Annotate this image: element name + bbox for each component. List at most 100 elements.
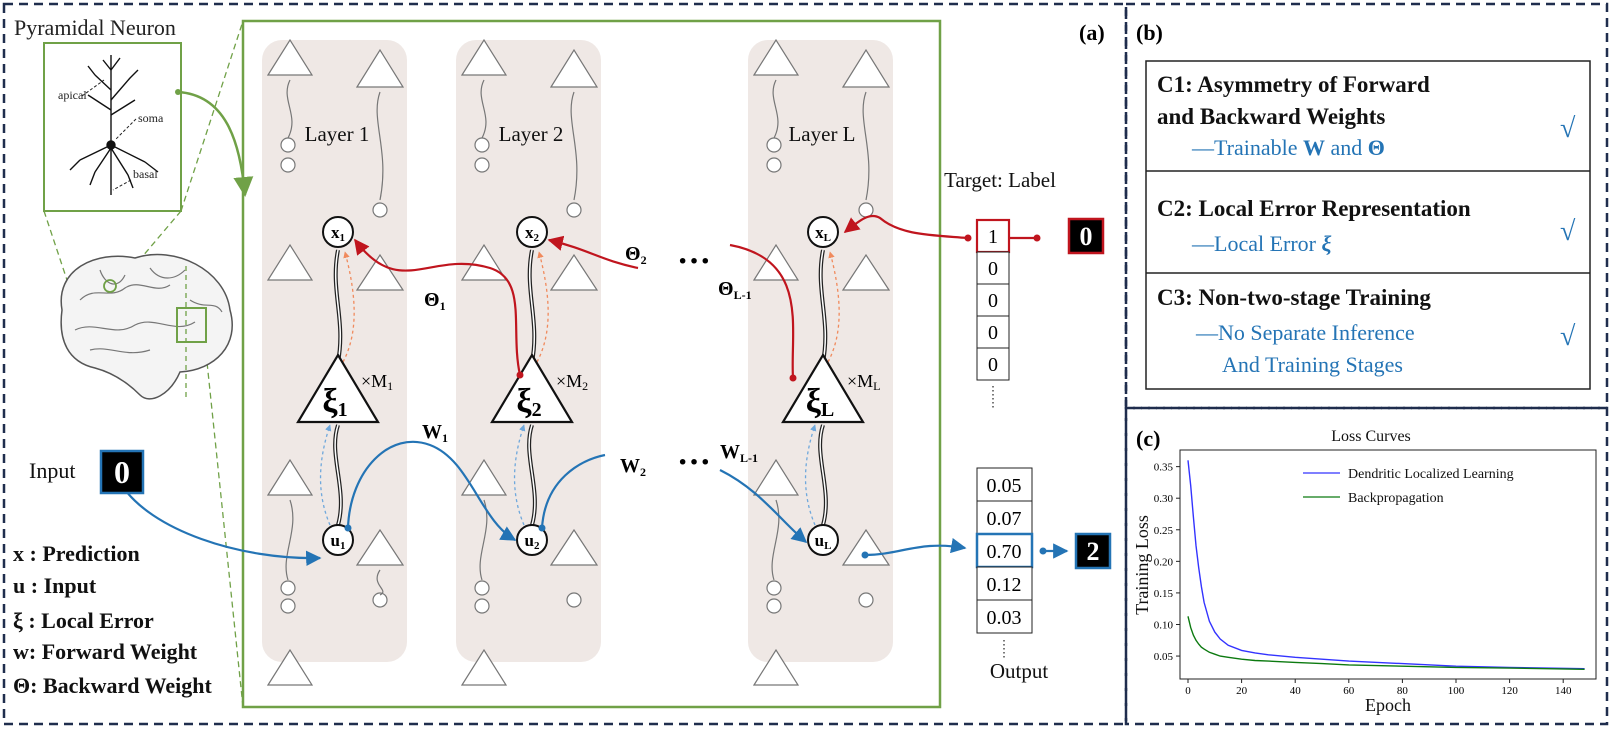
notation-legend: x : Prediction u : Input ξ : Local Error… (13, 541, 213, 698)
target-cell: 1 (988, 226, 998, 248)
backward-arrows (354, 214, 1037, 379)
chart-xlabel: Epoch (1365, 695, 1411, 715)
output-title: Output (990, 659, 1049, 683)
output-cell: 0.03 (987, 607, 1022, 629)
legend-dll: Dendritic Localized Learning (1348, 467, 1514, 482)
y-tick-label: 0.15 (1154, 588, 1174, 600)
layer-title: Layer 2 (499, 122, 564, 146)
layer-core-2 (490, 216, 574, 556)
error-node-2: ξ2 (516, 383, 541, 421)
output-cell: 0.07 (987, 508, 1022, 530)
layer-title: Layer 1 (305, 122, 370, 146)
y-tick-label: 0.10 (1154, 619, 1174, 631)
layer-title: Layer L (788, 122, 855, 146)
neuron-label-basal: basal (133, 167, 158, 181)
legend-item: x : Prediction (13, 541, 140, 566)
neuron-title: Pyramidal Neuron (14, 15, 176, 40)
panel-label-a: (a) (1079, 20, 1105, 45)
x-tick-label: 140 (1555, 685, 1572, 697)
svg-text:and Backward Weights: and Backward Weights (1157, 104, 1385, 129)
legend-item: w: Forward Weight (13, 639, 198, 664)
output-cell: 0.05 (987, 475, 1022, 497)
input-digit-image: 0 (99, 449, 145, 495)
node-u1: u1 (331, 531, 346, 552)
theta-1-label: Θ1 (424, 289, 446, 313)
chart-title: Loss Curves (1331, 428, 1411, 445)
multiplicity-2: ×M2 (556, 371, 588, 393)
target-cell: 0 (988, 258, 998, 280)
x-tick-label: 60 (1343, 685, 1355, 697)
plot-area (1179, 449, 1597, 680)
y-tick-label: 0.25 (1154, 525, 1174, 537)
layer-column-2 (456, 40, 601, 662)
x-tick-label: 40 (1290, 685, 1302, 697)
target-vector: 1 0 0 0 0 (975, 218, 1011, 410)
x-tick-label: 0 (1185, 685, 1191, 697)
chart-legend: Dendritic Localized Learning Backpropaga… (1303, 467, 1514, 506)
check-mark: √ (1560, 113, 1576, 144)
neuron-sketch (69, 55, 159, 195)
theta-2-label: Θ2 (625, 243, 647, 267)
x-tick-label: 120 (1501, 685, 1518, 697)
output-cell: 0.70 (987, 541, 1022, 563)
output-cell: 0.12 (987, 574, 1022, 596)
target-cell: 0 (988, 290, 998, 312)
check-mark: √ (1560, 216, 1576, 247)
chart-ylabel: Training Loss (1132, 515, 1152, 615)
network-frame (241, 19, 942, 709)
output-digit-image: 2 (1074, 532, 1112, 570)
ellipsis-bottom: ··· (677, 444, 711, 481)
forward-arrows (120, 440, 1069, 567)
svg-text:0: 0 (1080, 222, 1093, 251)
node-uL: uL (815, 531, 832, 552)
svg-text:—Local Error ξ: —Local Error ξ (1191, 231, 1332, 256)
legend-bp: Backpropagation (1348, 491, 1444, 506)
target-cell: 0 (988, 354, 998, 376)
w-1-label: W1 (422, 421, 448, 445)
svg-text:2: 2 (1087, 537, 1100, 566)
criterion-row-3: C3: Non-two-stage Training —No Separate … (1157, 285, 1576, 377)
ellipsis-top: ··· (677, 243, 711, 280)
w-2-label: W2 (620, 455, 646, 479)
node-x1: x1 (331, 223, 345, 244)
criterion-row-1: C1: Asymmetry of Forward and Backward We… (1157, 72, 1576, 160)
legend-item: Θ: Backward Weight (13, 673, 213, 698)
theta-L1-label: ΘL-1 (718, 278, 752, 302)
brain-image (60, 253, 233, 400)
svg-text:—Trainable W and Θ: —Trainable W and Θ (1191, 135, 1385, 160)
multiplicity-1: ×M1 (361, 371, 393, 393)
layer-column-L (748, 40, 893, 662)
panel-c-frame (1124, 406, 1609, 726)
y-tick-label: 0.05 (1154, 651, 1174, 663)
svg-text:—No Separate Inference: —No Separate Inference (1195, 320, 1415, 345)
svg-text:C3: Non-two-stage Training: C3: Non-two-stage Training (1157, 285, 1431, 310)
target-digit-image: 0 (1067, 217, 1105, 255)
neuron-label-apical: apical (58, 88, 87, 102)
w-L1-label: WL-1 (720, 441, 758, 465)
neuron-label-soma: soma (138, 111, 164, 125)
svg-text:0: 0 (114, 454, 130, 490)
node-u2: u2 (525, 531, 540, 552)
y-tick-label: 0.30 (1154, 493, 1174, 505)
x-tick-label: 80 (1397, 685, 1409, 697)
input-label: Input (29, 458, 75, 483)
y-tick-label: 0.35 (1154, 462, 1174, 474)
neuron-box (43, 42, 182, 212)
legend-item: ξ : Local Error (13, 608, 154, 633)
panel-label-b: (b) (1136, 20, 1163, 45)
multiplicity-L: ×ML (847, 371, 881, 393)
output-vector: 0.05 0.07 0.70 0.12 0.03 (975, 467, 1034, 660)
layer-column-1 (262, 40, 407, 662)
node-xL: xL (815, 223, 831, 244)
layer-core-L (781, 216, 865, 556)
x-tick-label: 100 (1448, 685, 1465, 697)
series-line-bp (1187, 616, 1585, 670)
legend-item: u : Input (13, 573, 97, 598)
criteria-table (1145, 60, 1591, 390)
target-cell: 0 (988, 322, 998, 344)
svg-text:C1: Asymmetry of Forward: C1: Asymmetry of Forward (1157, 72, 1430, 97)
svg-text:C2: Local Error Representation: C2: Local Error Representation (1157, 196, 1471, 221)
series-line-dll (1187, 460, 1585, 670)
y-tick-label: 0.20 (1154, 556, 1174, 568)
